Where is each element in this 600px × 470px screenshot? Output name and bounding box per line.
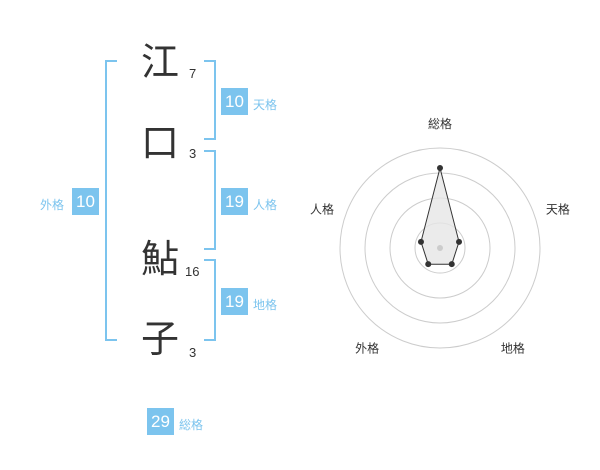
chikaku-badge: 19 <box>221 288 248 315</box>
gaikaku-bracket <box>105 60 117 341</box>
tenkaku-bracket <box>204 60 216 140</box>
radar-polygon <box>420 167 460 265</box>
tenkaku-badge: 10 <box>221 88 248 115</box>
soukaku-label: 総格 <box>179 418 204 432</box>
radar-point-5 <box>417 238 424 245</box>
radar-point-3 <box>448 261 455 268</box>
jinkaku-badge: 19 <box>221 188 248 215</box>
name-char-3-strokes: 16 <box>185 264 200 279</box>
soukaku-badge: 29 <box>147 408 174 435</box>
name-char-2-strokes: 3 <box>189 146 197 161</box>
tenkaku-label: 天格 <box>253 98 278 112</box>
radar-axis-label-1: 総格 <box>428 116 452 131</box>
radar-point-4 <box>425 261 432 268</box>
jinkaku-bracket <box>204 150 216 250</box>
name-char-4-strokes: 3 <box>189 345 197 360</box>
gaikaku-badge: 10 <box>72 188 99 215</box>
gaikaku-label: 外格 <box>40 198 65 212</box>
name-char-1: 江 <box>140 40 179 84</box>
radar-ring-4 <box>339 147 541 349</box>
radar-point-1 <box>437 165 443 171</box>
radar-center-dot <box>437 245 443 251</box>
name-char-1-strokes: 7 <box>189 66 197 81</box>
name-char-4: 子 <box>140 317 179 361</box>
jinkaku-label: 人格 <box>253 198 278 212</box>
radar-axis-label-2: 天格 <box>546 202 570 217</box>
radar-axis-label-3: 地格 <box>501 340 525 355</box>
chikaku-bracket <box>204 259 216 341</box>
radar-axis-label-5: 人格 <box>310 202 334 217</box>
chikaku-label: 地格 <box>253 298 278 312</box>
name-char-3: 鮎 <box>140 237 179 281</box>
radar-axis-label-4: 外格 <box>355 340 379 355</box>
radar-point-2 <box>456 238 463 245</box>
name-char-2: 口 <box>140 121 179 165</box>
